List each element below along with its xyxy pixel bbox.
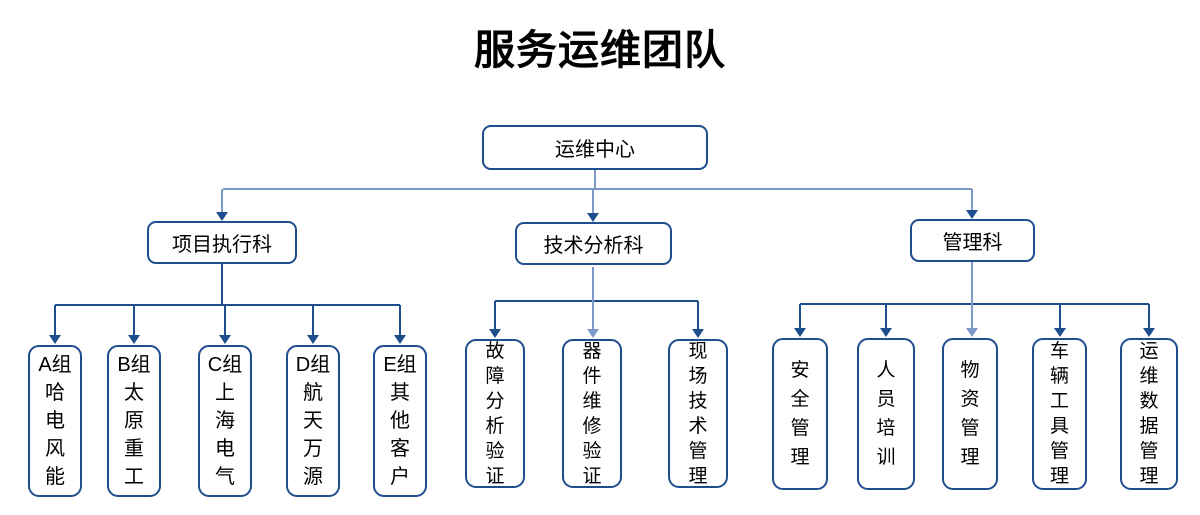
group2-arrowheads	[489, 329, 704, 338]
branch-node-technical-analysis[interactable]: 技术分析科	[515, 222, 672, 265]
leaf-node-label: 车 辆 工 具 管 理	[1049, 341, 1069, 487]
leaf-node-onsite-technical-management[interactable]: 现 场 技 术 管 理	[668, 339, 728, 488]
level1-arrowheads	[216, 210, 978, 222]
leaf-node-label: 现 场 技 术 管 理	[688, 340, 708, 487]
leaf-node-personnel-training[interactable]: 人 员 培 训	[857, 338, 915, 490]
leaf-node-label: 故 障 分 析 验 证	[485, 340, 505, 487]
group2-connectors-dark	[494, 300, 699, 330]
leaf-node-safety-management[interactable]: 安 全 管 理	[772, 338, 828, 490]
group2-arrowhead-center	[587, 329, 599, 338]
branch-node-label: 技术分析科	[543, 235, 644, 257]
root-node-label: 运维中心	[555, 139, 635, 161]
leaf-node-component-repair-verification[interactable]: 器 件 维 修 验 证	[562, 339, 622, 488]
root-node-operations-center[interactable]: 运维中心	[482, 125, 708, 170]
group3-arrowheads	[794, 328, 1155, 337]
leaf-node-om-data-management[interactable]: 运 维 数 据 管 理	[1120, 338, 1178, 490]
leaf-node-group-a-harbin-wind[interactable]: A组 哈 电 风 能	[28, 345, 82, 497]
leaf-node-label: 运 维 数 据 管 理	[1139, 341, 1159, 487]
page-title: 服务运维团队	[474, 27, 726, 73]
branch-node-management[interactable]: 管理科	[910, 219, 1035, 262]
leaf-node-label: E组 其 他 客 户	[383, 354, 417, 488]
leaf-node-label: 物 资 管 理	[960, 360, 980, 468]
branch-node-project-execution[interactable]: 项目执行科	[147, 221, 297, 264]
branch-node-label: 项目执行科	[172, 234, 272, 256]
leaf-node-group-e-other-customers[interactable]: E组 其 他 客 户	[373, 345, 427, 497]
level1-connectors	[221, 170, 973, 214]
leaf-node-vehicle-tool-management[interactable]: 车 辆 工 具 管 理	[1032, 338, 1087, 490]
leaf-node-label: 器 件 维 修 验 证	[582, 340, 602, 487]
leaf-node-fault-analysis-verification[interactable]: 故 障 分 析 验 证	[465, 339, 525, 488]
leaf-node-label: 人 员 培 训	[876, 360, 896, 468]
group3-arrowhead-center	[966, 328, 978, 337]
leaf-node-material-management[interactable]: 物 资 管 理	[942, 338, 998, 490]
branch-node-label: 管理科	[942, 232, 1003, 254]
leaf-node-label: A组 哈 电 风 能	[38, 354, 72, 488]
group1-arrowheads	[49, 335, 406, 344]
leaf-node-group-b-taiyuan-heavy[interactable]: B组 太 原 重 工	[107, 345, 161, 497]
group1-connectors	[54, 264, 401, 336]
group3-connectors-dark	[799, 303, 1150, 329]
leaf-node-group-d-aerospace-wanyuan[interactable]: D组 航 天 万 源	[286, 345, 340, 497]
leaf-node-label: C组 上 海 电 气	[207, 354, 243, 488]
leaf-node-label: D组 航 天 万 源	[295, 354, 331, 488]
leaf-node-group-c-shanghai-electric[interactable]: C组 上 海 电 气	[198, 345, 252, 497]
leaf-node-label: 安 全 管 理	[790, 360, 810, 468]
leaf-node-label: B组 太 原 重 工	[117, 354, 151, 488]
